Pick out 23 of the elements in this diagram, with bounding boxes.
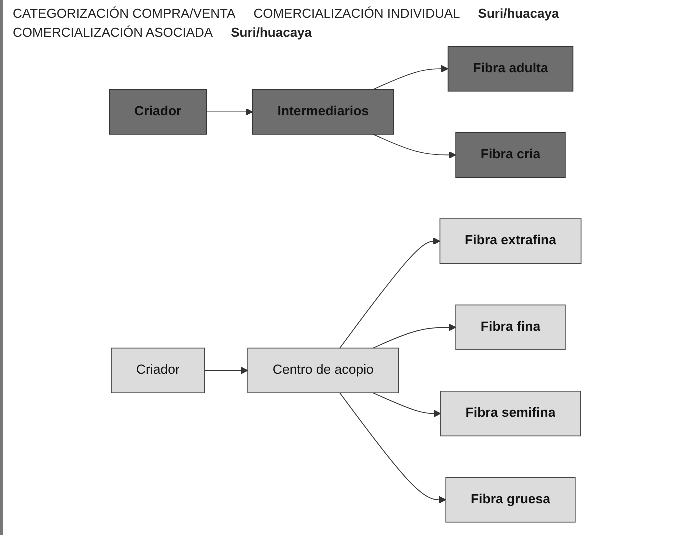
node-box: Fibra gruesa [446,477,576,523]
arrow [206,108,254,116]
arrow [204,367,248,374]
node-box: Fibra adulta [448,46,574,92]
node-box: Criador [109,89,207,135]
node-box: Fibra cria [456,132,566,178]
node-box: Criador [111,348,206,394]
section-heading: CATEGORIZACIÓN COMPRA/VENTA [13,6,236,21]
section-heading: COMERCIALIZACIÓN INDIVIDUAL [254,6,460,21]
arrow [372,65,449,90]
section-heading: COMERCIALIZACIÓN ASOCIADA [13,25,214,40]
arrow [372,392,442,418]
node-box: Fibra extrafina [440,218,582,264]
node-box: Fibra fina [456,304,566,350]
bracket-label: Suri/huacaya [231,25,312,40]
bracket-label: Suri/huacaya [478,6,560,21]
node-box: Centro de acopio [248,348,400,394]
arrow [340,392,446,504]
arrow [340,238,441,349]
node-box: Intermediarios [252,89,394,135]
arrow [372,134,456,159]
arrow [372,324,456,349]
node-box: Fibra semifina [440,391,581,437]
